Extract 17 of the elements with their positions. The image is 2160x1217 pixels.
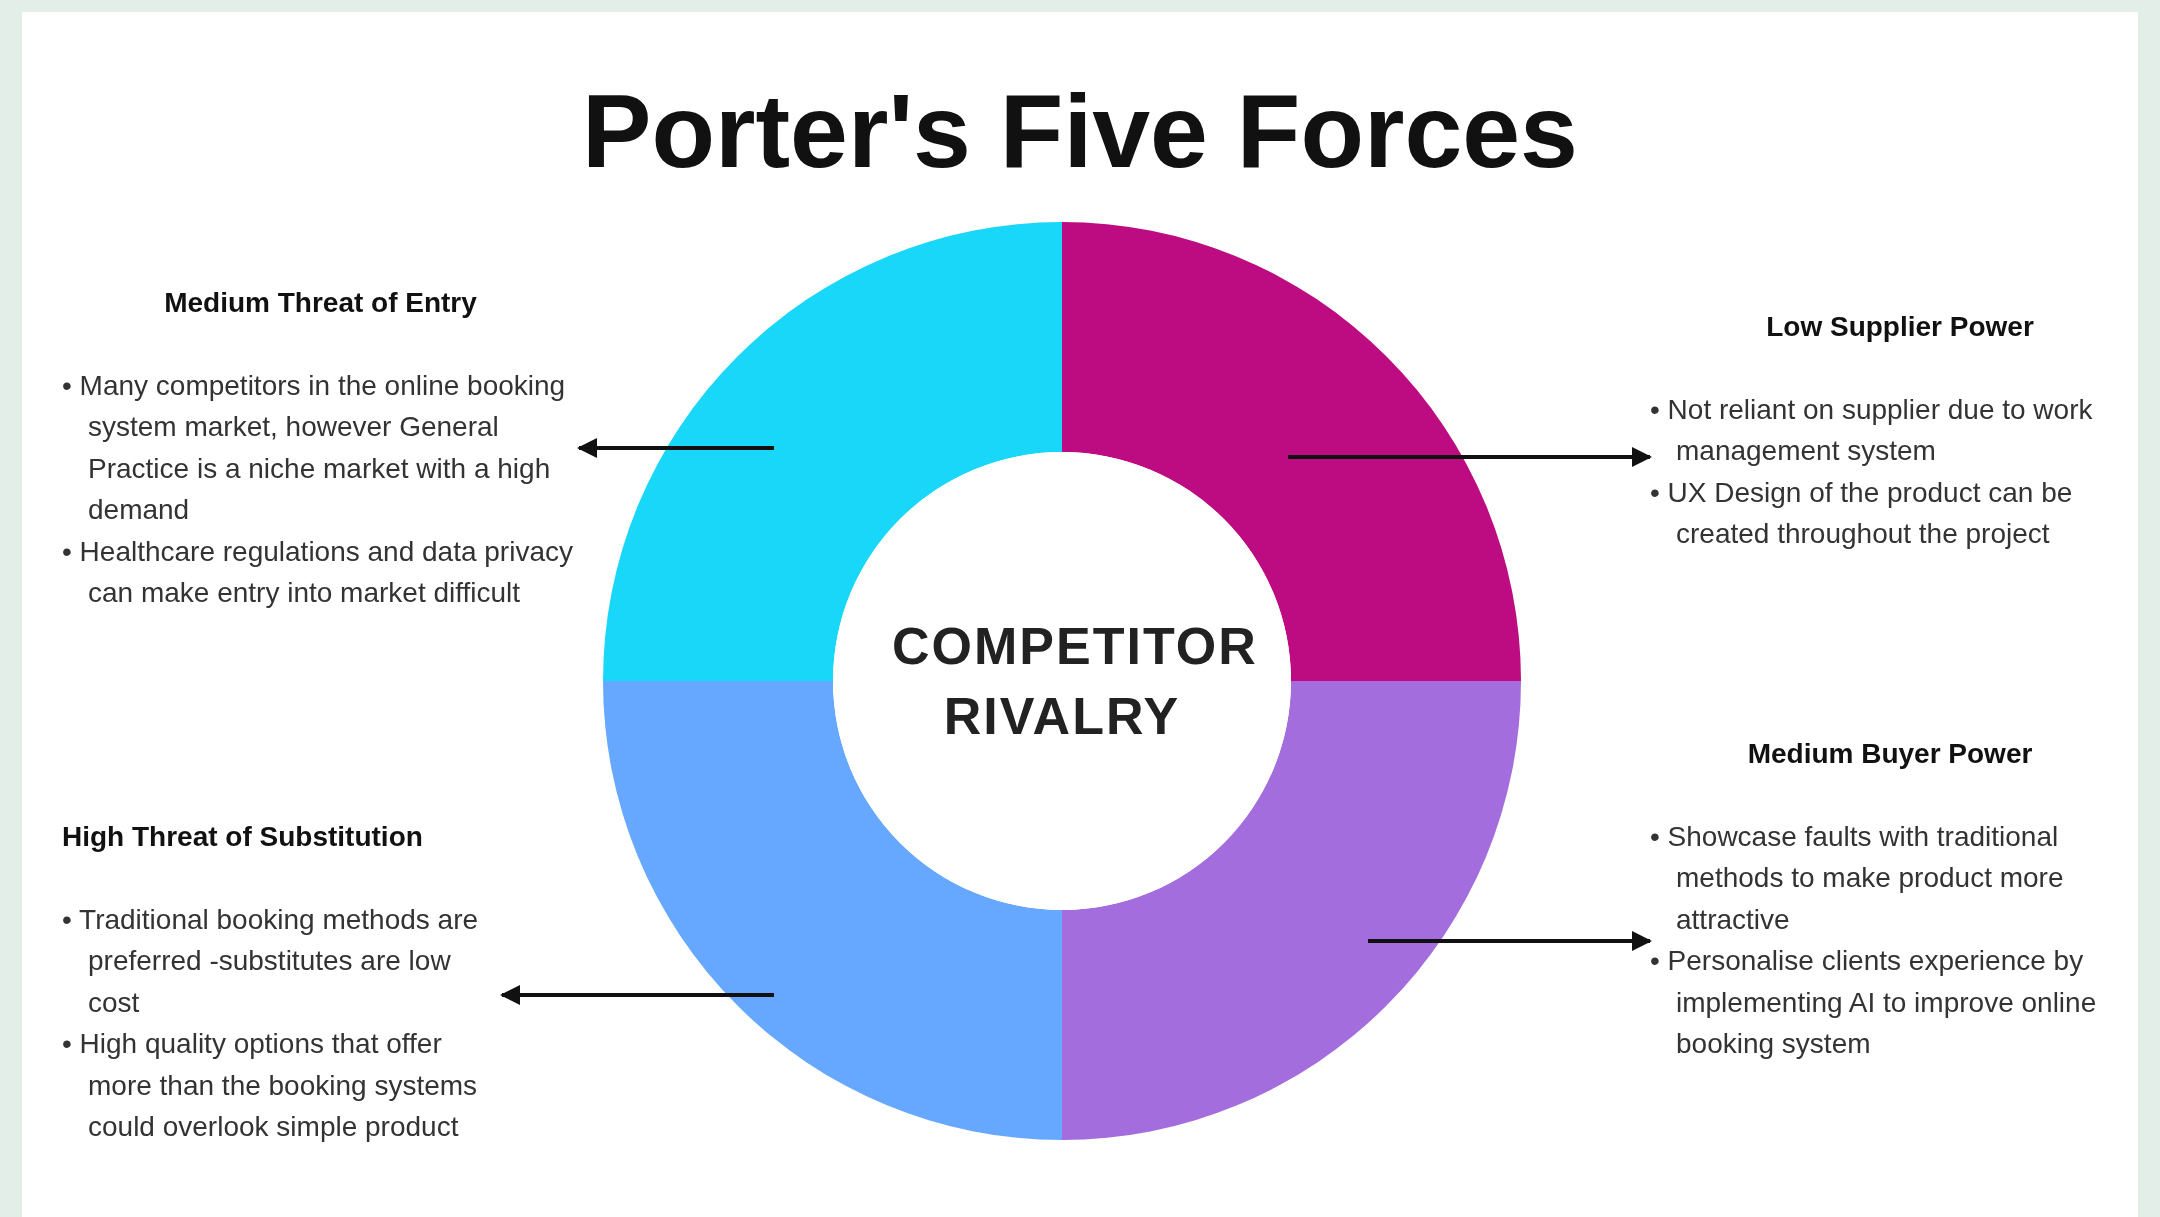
bullet-item: • High quality options that offer more than the booking systems could overlook simple product — [62, 1027, 479, 1144]
bullet-item: • Traditional booking methods are preferred -substitutes are low cost — [62, 902, 480, 1020]
arrow — [1288, 447, 1652, 467]
bullet-item: • Many competitors in the online booking system market, however General Practice is a niche market with a high demand — [62, 368, 567, 527]
arrow — [500, 985, 774, 1005]
bullet-item: • Healthcare regulations and data privacy can make entry into market difficult — [62, 534, 574, 610]
heading: Low Supplier Power — [1765, 310, 2035, 344]
heading: Medium Buyer Power — [1746, 737, 2034, 771]
bullet-item: • Showcase faults with traditional methods to make product more attractive — [1650, 819, 2065, 937]
title: Porter's Five Forces — [582, 72, 1578, 191]
arrow — [1368, 931, 1652, 951]
bullet-item: • Not reliant on supplier due to work management system — [1650, 392, 2094, 468]
bullet-item: • UX Design of the product can be created throughout the project — [1650, 475, 2074, 551]
heading: Medium Threat of Entry — [163, 286, 478, 320]
arrow — [577, 438, 774, 458]
heading: High Threat of Substitution — [62, 820, 424, 854]
bullet-item: • Personalise clients experience by implementing AI to improve online booking system — [1650, 944, 2098, 1061]
